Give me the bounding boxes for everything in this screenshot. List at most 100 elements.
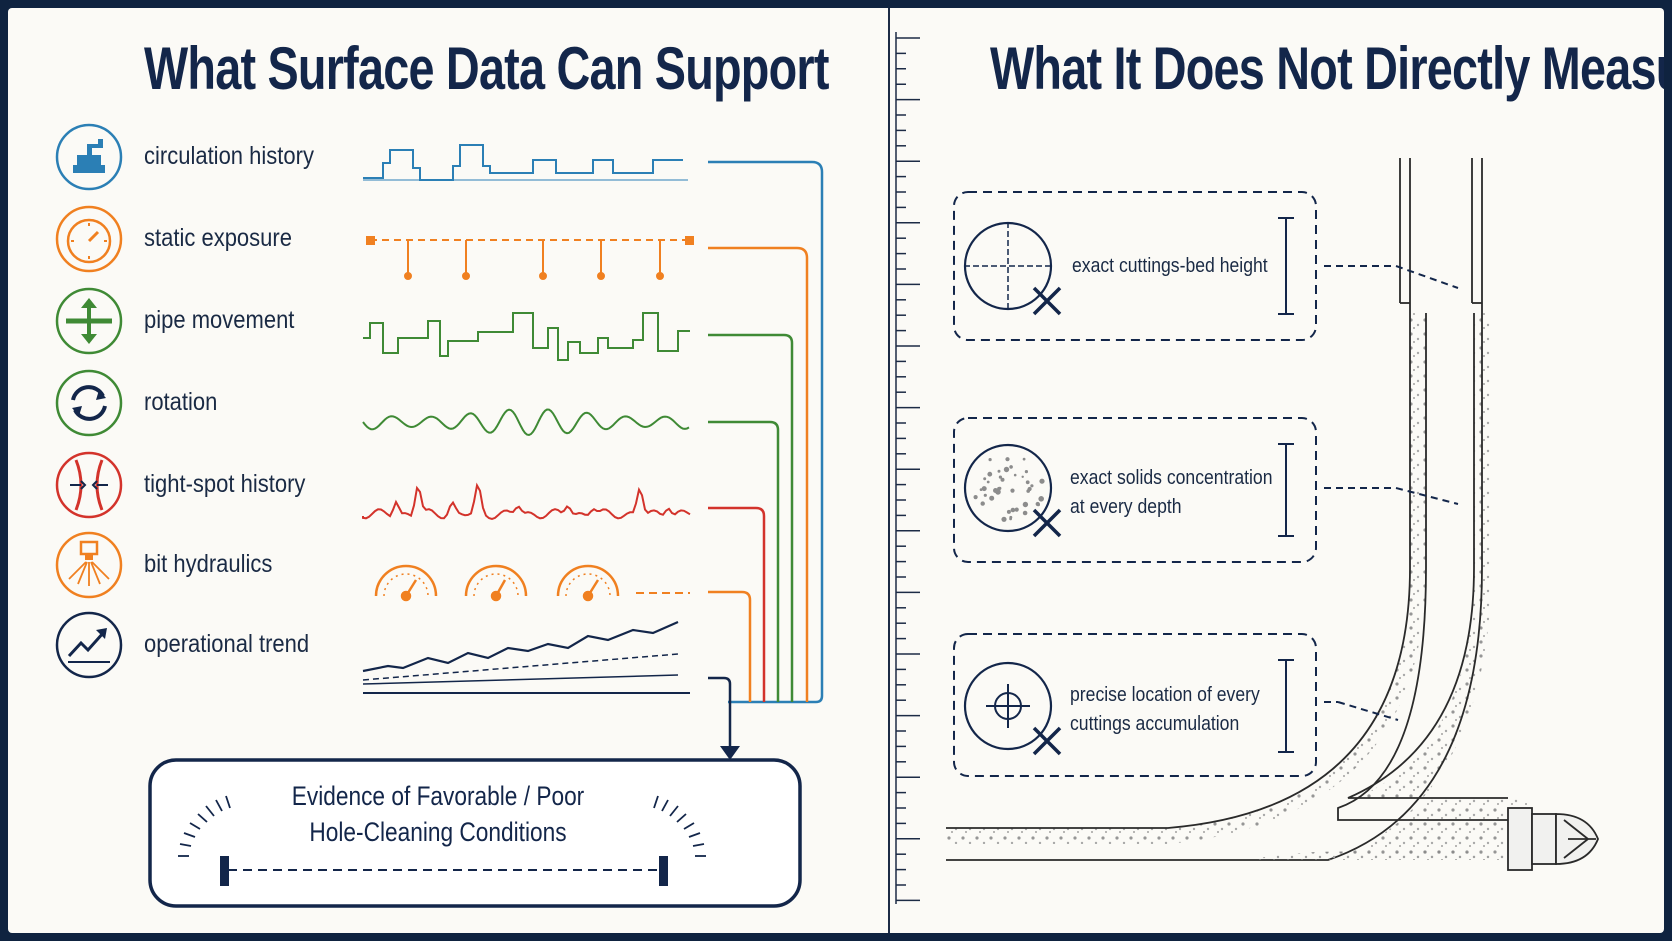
hole-walls [946, 303, 1508, 861]
evidence-line-2: Hole-Cleaning Conditions [309, 817, 567, 847]
measure-item-2-line-1: exact solids concentration [1070, 467, 1273, 489]
evidence-scale-right-cap [659, 856, 668, 886]
particle-dot [1001, 516, 1007, 522]
signal-row-circulation: circulation history [48, 118, 348, 194]
particle-dot [1021, 475, 1024, 478]
pump-icon [55, 123, 123, 191]
signal-row-operational-trend: operational trend [48, 606, 348, 682]
particle-dot [1022, 501, 1029, 508]
particles-circle-x-icon [963, 443, 1062, 538]
tight-spot-icon [55, 451, 123, 519]
signal-label-rotation: rotation [144, 388, 218, 416]
signal-row-rotation: rotation [48, 364, 348, 440]
pipe-movement-icon [55, 287, 123, 355]
particle-dot [988, 458, 992, 462]
particle-dot [1003, 466, 1010, 473]
stopwatch-icon [55, 205, 123, 273]
evidence-scale-left-cap [220, 856, 229, 886]
particle-dot [1000, 477, 1005, 482]
signal-label-pipe-movement: pipe movement [144, 306, 295, 334]
particle-dot [1022, 510, 1028, 516]
gauge-3 [556, 564, 620, 602]
measure-item-1: exact cuttings-bed height [1072, 252, 1268, 281]
tight-spot-trace [362, 482, 691, 521]
particle-dot [980, 501, 985, 506]
bit-hydraulics-gauges [374, 564, 690, 602]
rotation-trace [362, 408, 690, 437]
measure-item-3: precise location of every cuttings accum… [1070, 681, 1260, 739]
rotation-arrows-icon [55, 369, 123, 437]
signal-traces [148, 144, 824, 908]
gauge-1 [374, 564, 438, 602]
measure-item-1-line-1: exact cuttings-bed height [1072, 255, 1268, 277]
particle-dot [1013, 473, 1017, 477]
measure-item-3-line-2: cuttings accumulation [1070, 713, 1240, 735]
measure-item-3-line-1: precise location of every [1070, 684, 1260, 706]
particle-dot [1027, 486, 1032, 492]
particle-dot [1030, 484, 1034, 488]
particle-dot [983, 493, 987, 497]
particle-dot [1005, 457, 1010, 462]
signal-row-static-exposure: static exposure [48, 200, 348, 276]
measure-item-2-line-2: at every depth [1070, 496, 1182, 518]
particle-dot [1010, 488, 1015, 493]
particle-dot [998, 475, 1003, 479]
inner-annulus-cuttings [1338, 313, 1528, 858]
particle-dot [1024, 470, 1028, 474]
particle-dot [1038, 496, 1044, 502]
crosshair-circle-x-icon [963, 221, 1062, 316]
signal-label-static-exposure: static exposure [144, 224, 292, 252]
static-exposure-end-marker [685, 236, 694, 245]
particle-dot [993, 488, 998, 493]
particle-dot [997, 469, 1001, 473]
right-panel-title: What It Does Not Directly Measure [990, 35, 1664, 102]
evidence-arrow-icon [720, 746, 740, 760]
particle-dot [1039, 478, 1045, 484]
particle-dot [973, 495, 978, 500]
evidence-scale-right-ticks [653, 795, 706, 857]
particle-dot [987, 471, 993, 477]
signal-row-bit-hydraulics: bit hydraulics [48, 526, 348, 602]
circulation-trace [363, 144, 683, 181]
evidence-line-1: Evidence of Favorable / Poor [291, 781, 585, 811]
particle-dot [997, 486, 1001, 491]
static-exposure-start-marker [366, 236, 375, 245]
target-circle-x-icon [963, 661, 1062, 756]
signal-label-operational-trend: operational trend [144, 630, 310, 658]
evidence-scale-left-ticks [178, 795, 231, 857]
drill-bit-icon [1507, 807, 1599, 871]
evidence-box-label: Evidence of Favorable / Poor Hole-Cleani… [278, 778, 597, 850]
cuttings-bed [1248, 850, 1528, 860]
infographic-frame: What Surface Data Can Support circulatio… [8, 8, 1664, 933]
particle-dot [1036, 503, 1040, 507]
signal-label-tight-spot: tight-spot history [144, 470, 306, 498]
left-panel-title: What Surface Data Can Support [144, 35, 829, 102]
signal-label-bit-hydraulics: bit hydraulics [144, 550, 273, 578]
casing [1399, 158, 1483, 304]
particle-dot [1022, 457, 1026, 461]
signal-row-pipe-movement: pipe movement [48, 282, 348, 358]
signal-row-tight-spot: tight-spot history [48, 446, 348, 522]
static-exposure-trace [370, 239, 690, 280]
particle-dot [1006, 509, 1011, 514]
gauge-2 [464, 564, 528, 602]
operational-trend-trace [362, 620, 690, 694]
pipe-movement-trace [363, 312, 690, 361]
particle-dot [983, 477, 987, 481]
nozzle-spray-icon [55, 531, 123, 599]
particle-dot [1009, 465, 1013, 469]
panel-divider [888, 8, 890, 933]
particle-dot [1009, 517, 1012, 521]
particle-dot [1025, 480, 1030, 485]
signal-label-circulation: circulation history [144, 142, 314, 170]
particle-dot [989, 495, 995, 501]
particle-dot [1010, 507, 1016, 513]
particle-dot [986, 480, 990, 484]
particle-dot [1014, 507, 1019, 512]
depth-ruler [895, 32, 920, 904]
wellbore-diagram [895, 32, 1599, 904]
measure-item-2: exact solids concentration at every dept… [1070, 464, 1273, 522]
signal-connectors [708, 160, 824, 750]
particle-dot [981, 486, 987, 492]
trend-chart-icon [55, 611, 123, 679]
